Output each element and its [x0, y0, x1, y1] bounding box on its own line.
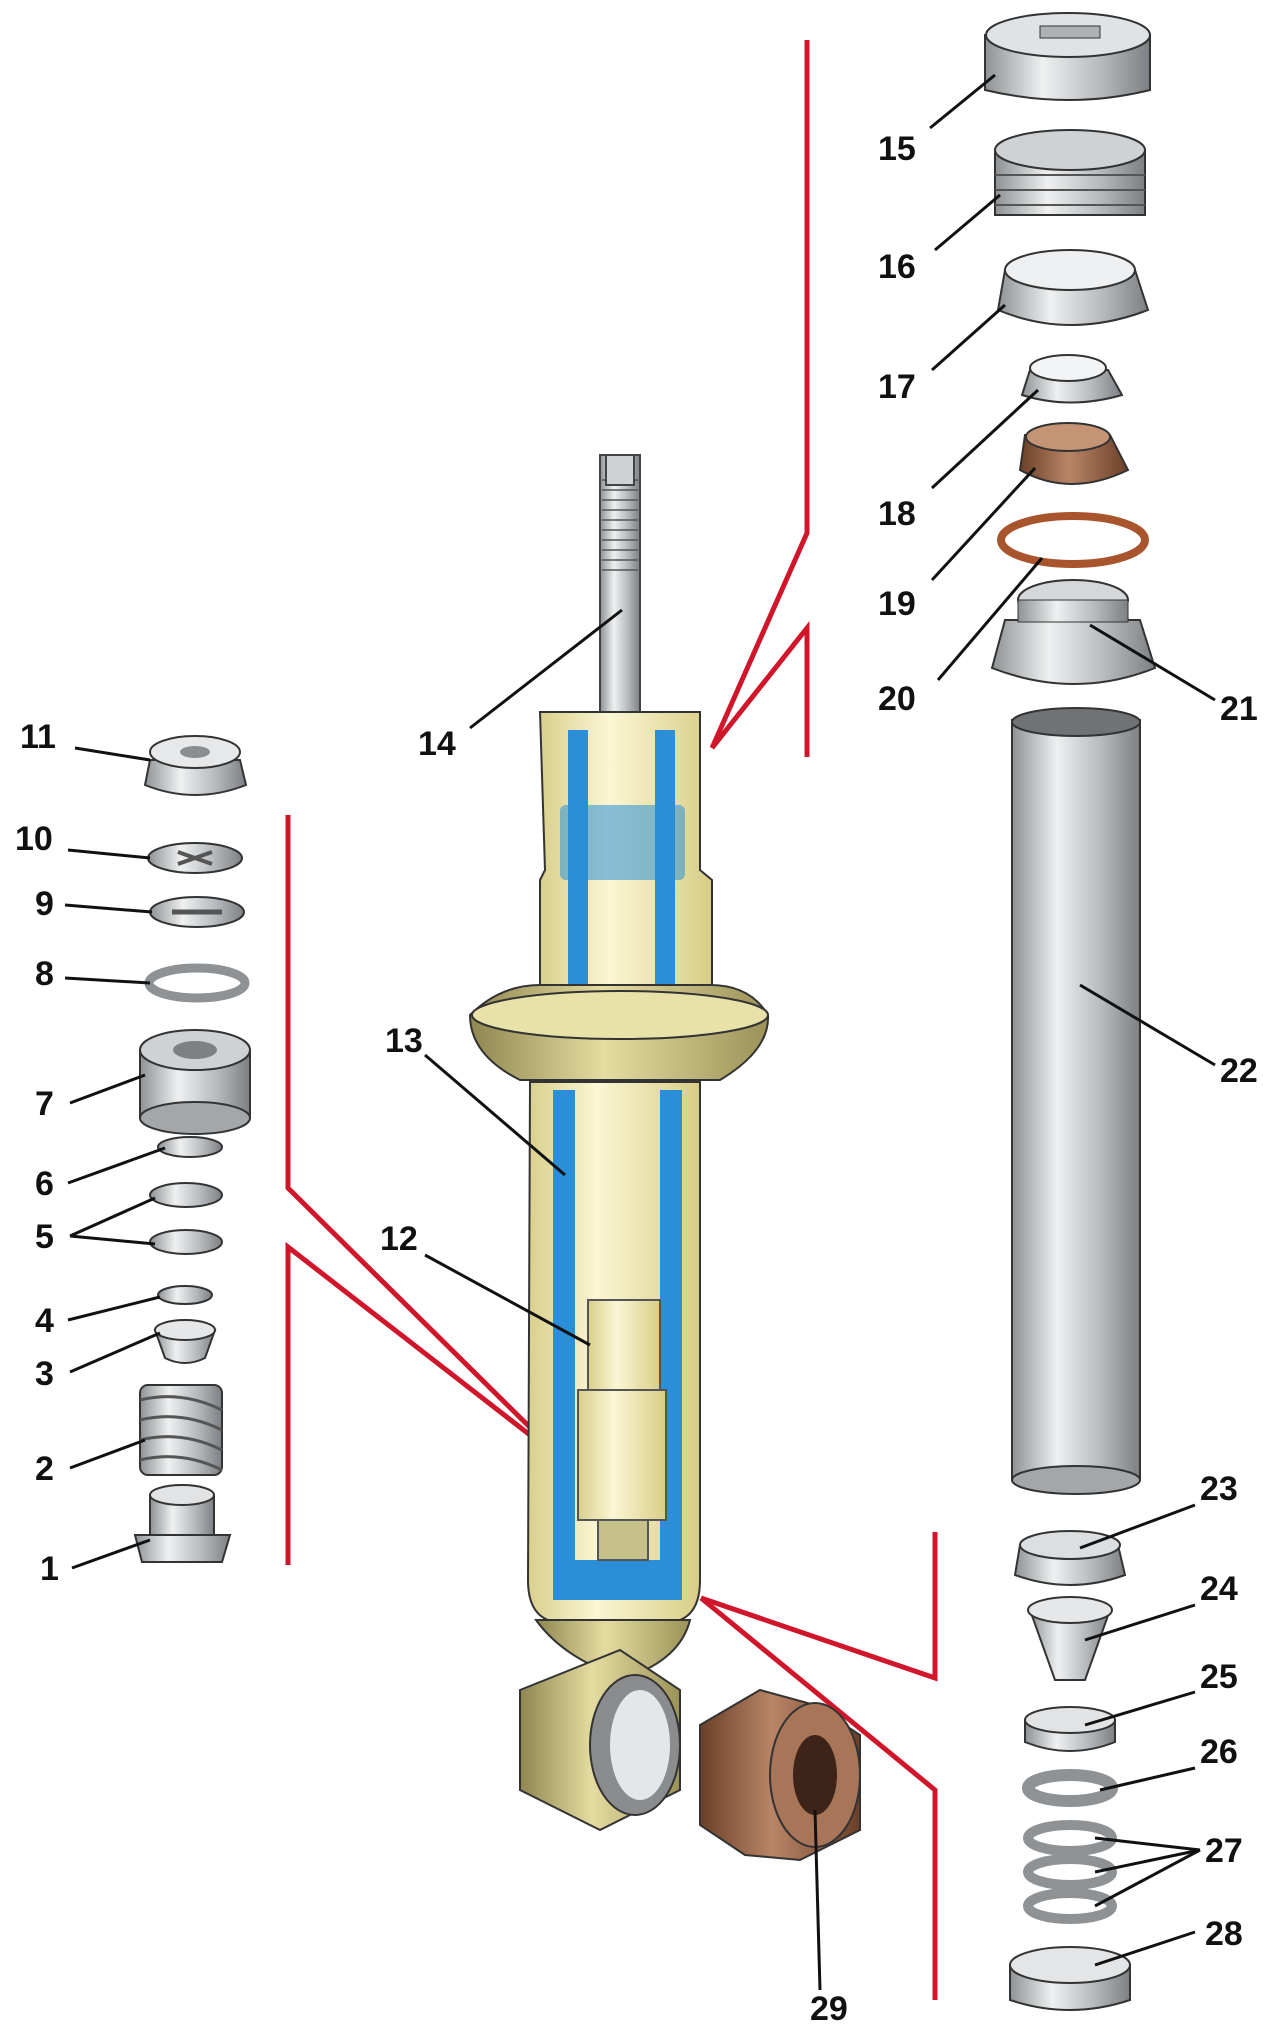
rubber-bushing-29 [699, 1688, 861, 1862]
label-22: 22 [1220, 1052, 1258, 1090]
label-24: 24 [1200, 1570, 1238, 1608]
label-18: 18 [878, 495, 916, 533]
label-6: 6 [35, 1165, 54, 1203]
label-15: 15 [878, 130, 916, 168]
label-27: 27 [1205, 1832, 1243, 1870]
label-26: 26 [1200, 1733, 1238, 1771]
label-20: 20 [878, 680, 916, 718]
shock-absorber-body [468, 454, 770, 1832]
label-23: 23 [1200, 1470, 1238, 1508]
label-29: 29 [810, 1990, 848, 2028]
leader-lines [64, 73, 1216, 1991]
label-2: 2 [35, 1450, 54, 1488]
label-21: 21 [1220, 690, 1258, 728]
label-7: 7 [35, 1085, 54, 1123]
label-28: 28 [1205, 1915, 1243, 1953]
label-14: 14 [418, 725, 456, 763]
label-8: 8 [35, 955, 54, 993]
label-1: 1 [40, 1550, 59, 1588]
label-10: 10 [15, 820, 53, 858]
label-13: 13 [385, 1022, 423, 1060]
part-number-labels: 11 10 9 8 7 6 5 4 3 2 1 12 13 14 15 16 1… [15, 130, 1258, 2028]
label-3: 3 [35, 1355, 54, 1393]
label-16: 16 [878, 248, 916, 286]
label-19: 19 [878, 585, 916, 623]
label-4: 4 [35, 1302, 54, 1340]
label-5: 5 [35, 1218, 54, 1256]
red-guide-lines [285, 40, 938, 2000]
label-17: 17 [878, 368, 916, 406]
label-12: 12 [380, 1220, 418, 1258]
label-9: 9 [35, 885, 54, 923]
label-25: 25 [1200, 1658, 1238, 1696]
label-11: 11 [20, 718, 56, 756]
left-column-parts [133, 735, 251, 1563]
right-column-parts [984, 12, 1157, 2011]
